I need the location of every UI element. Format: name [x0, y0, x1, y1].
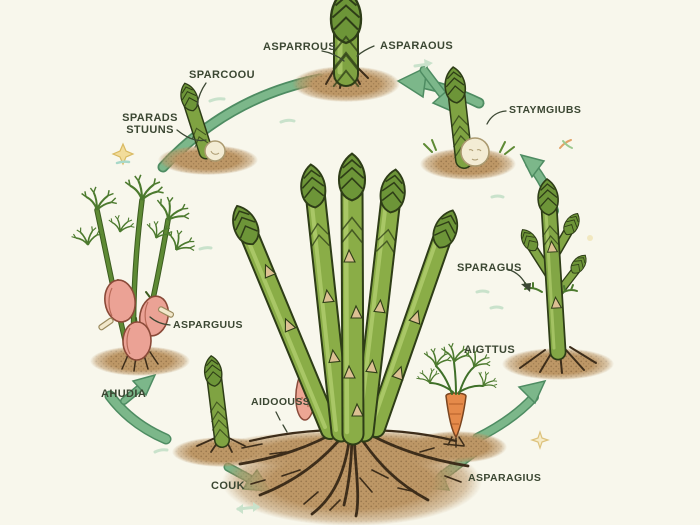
upper-right-seedling: [423, 65, 515, 169]
label-upper-right: STAYMGIUBS: [509, 104, 582, 116]
cut-stem-sticks: [98, 306, 175, 331]
left-tuber-plant: [68, 173, 200, 372]
label-top-center-left: ASPARROUS: [263, 41, 337, 53]
label-upper-left-side: SPARADS STUUNS: [118, 112, 182, 136]
decorations: [111, 59, 593, 514]
sparkle-star-icon: [111, 142, 135, 166]
label-bottom-left: AHUDIA: [101, 388, 147, 400]
label-upper-left-side-line2: STUUNS: [126, 124, 174, 136]
label-top-center-right: ASPARAOUS: [380, 40, 454, 52]
center-asparagus-bunch: [225, 152, 464, 446]
bottom-left-spear: [196, 354, 246, 453]
label-center-shoot: AIDOOUSS: [251, 396, 311, 408]
tubers: [104, 279, 170, 361]
label-bottom-center: COUK: [211, 480, 245, 492]
label-left: ASPARGUUS: [173, 319, 243, 331]
label-pointer-lines: [149, 45, 531, 433]
label-right: SPARAGUS: [457, 262, 522, 274]
seed-icon: [460, 137, 490, 167]
right-asparagus-plant: [516, 177, 597, 374]
top-center-spear: [325, 0, 369, 89]
label-right-lower: AIGTTUS: [464, 344, 516, 356]
label-bottom-right: ASPARAGIUS: [468, 472, 542, 484]
sparkle-star-icon: [530, 430, 550, 450]
upper-left-seedling: [176, 80, 226, 162]
label-upper-left-top: SPARCOOU: [189, 69, 255, 81]
seed-icon: [204, 140, 226, 162]
small-arrow-icon: [424, 59, 433, 68]
soil-mounds: [90, 66, 614, 525]
carrot-plant: [413, 342, 502, 448]
label-upper-left-side-line1: SPARADS: [122, 112, 178, 124]
